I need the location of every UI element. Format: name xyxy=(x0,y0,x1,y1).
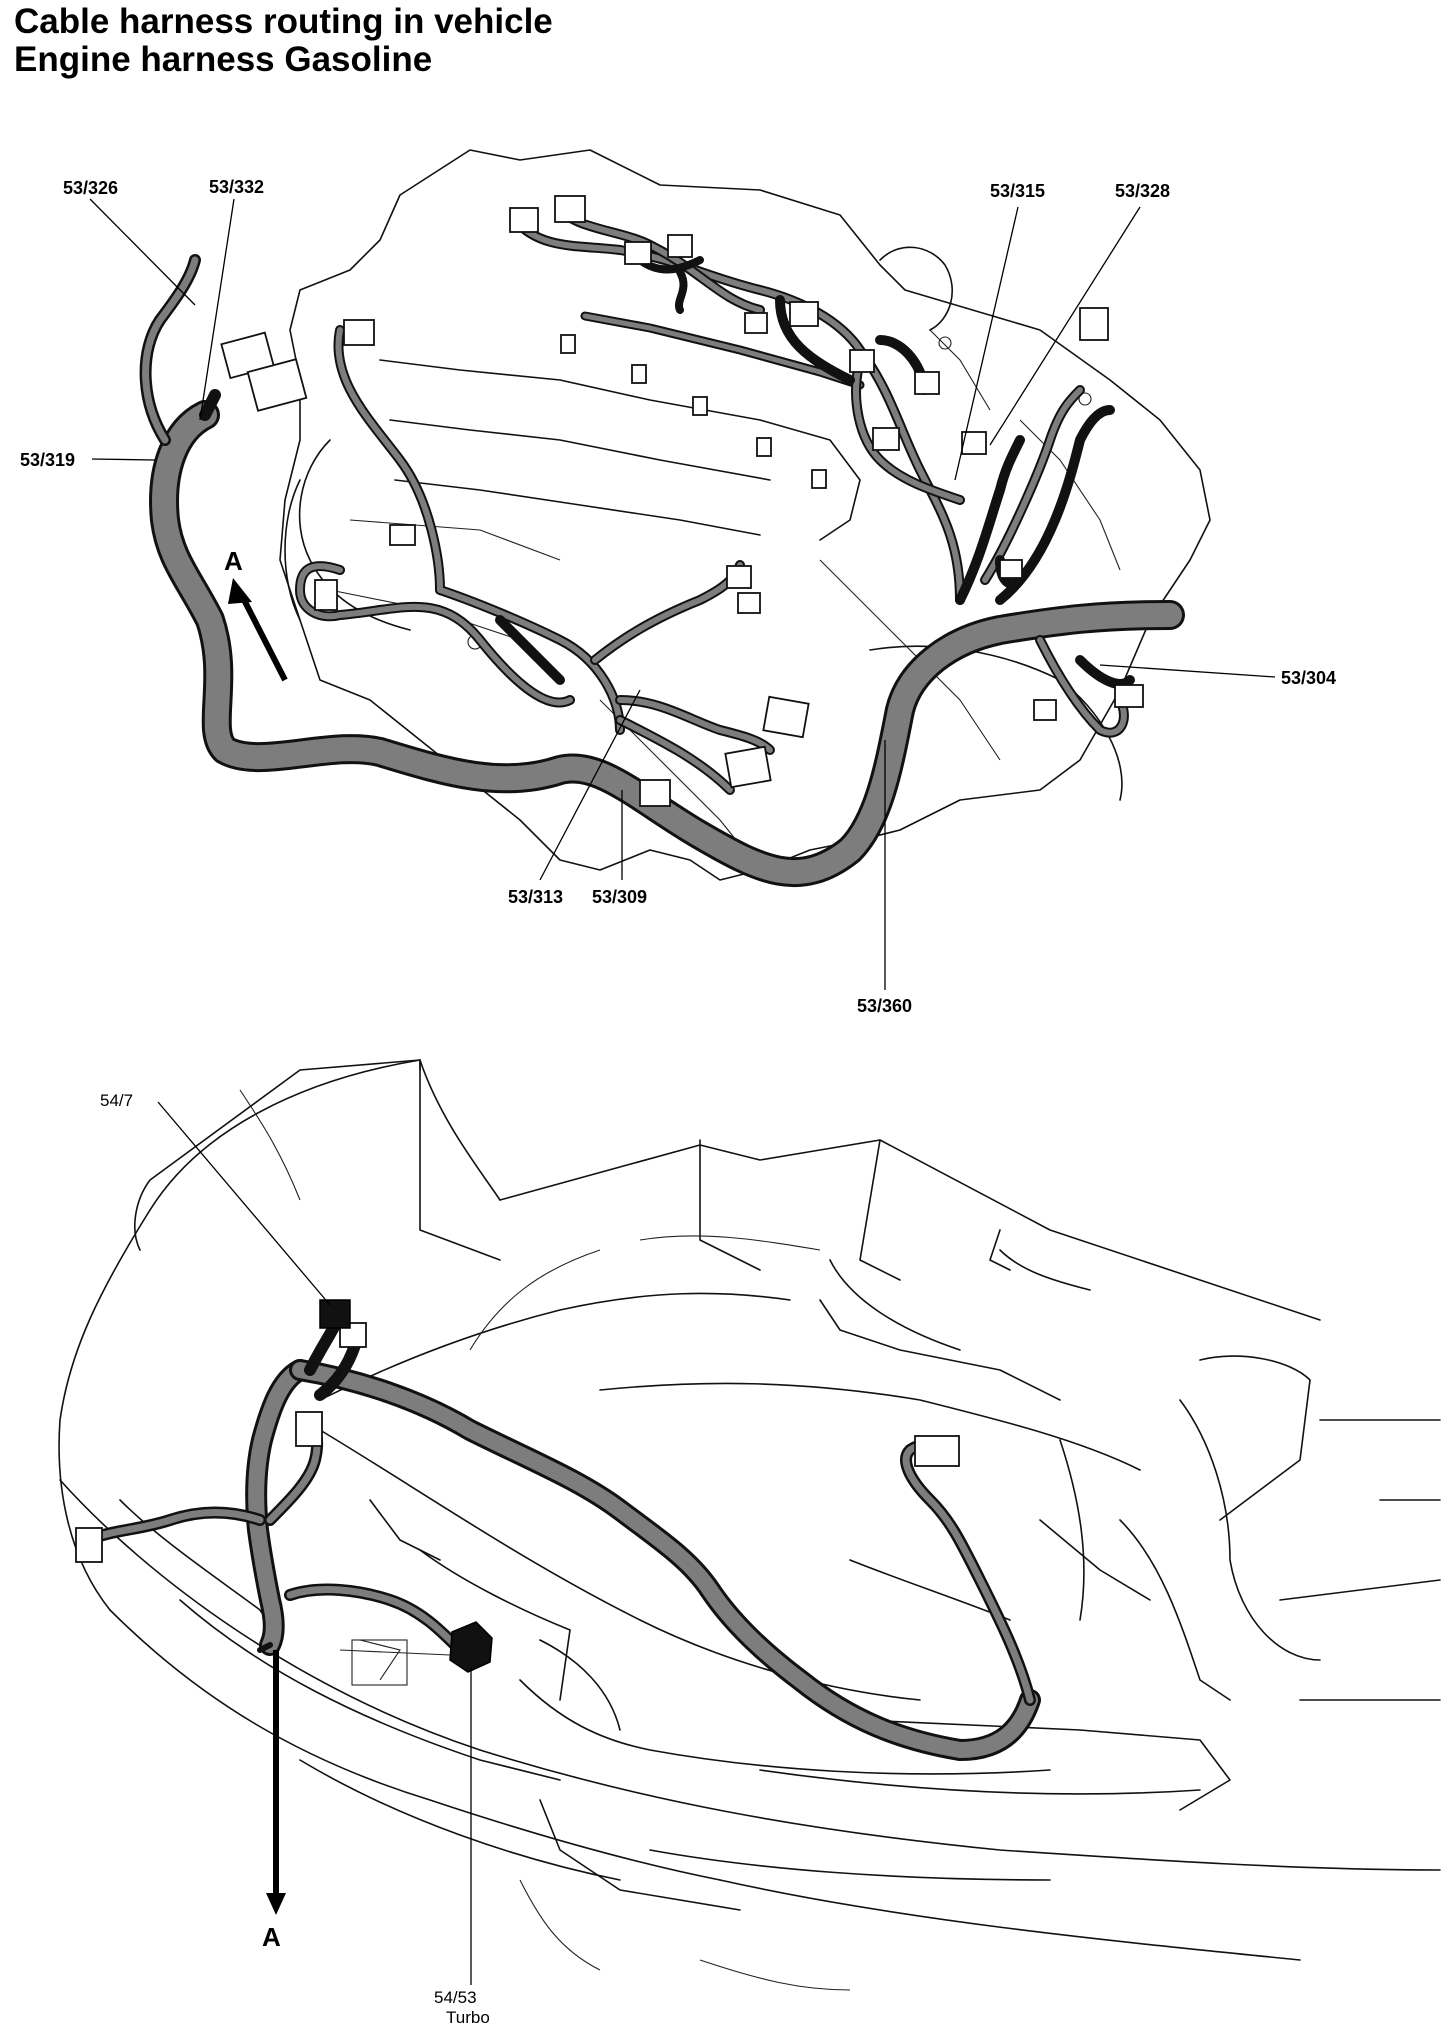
callout-53-360: 53/360 xyxy=(857,996,912,1016)
engine-arrow-a-label: A xyxy=(224,546,243,576)
engine-arrow-a: A xyxy=(224,546,288,682)
callout-53-304: 53/304 xyxy=(1281,668,1336,688)
callout-turbo-note: Turbo xyxy=(446,2008,490,2027)
callout-53-309: 53/309 xyxy=(592,887,647,907)
engine-harness xyxy=(139,195,1185,887)
callout-54-53: 54/53 xyxy=(434,1988,477,2007)
callout-53-319: 53/319 xyxy=(20,450,75,470)
callout-53-313: 53/313 xyxy=(508,887,563,907)
callout-53-326: 53/326 xyxy=(63,178,118,198)
callout-53-328: 53/328 xyxy=(1115,181,1170,201)
engine-callouts: 53/326 53/332 53/319 53/315 53/328 53/30… xyxy=(20,177,1336,1016)
page-subtitle: Engine harness Gasoline xyxy=(14,40,433,79)
callout-53-315: 53/315 xyxy=(990,181,1045,201)
callout-53-332: 53/332 xyxy=(209,177,264,197)
callout-54-7: 54/7 xyxy=(100,1091,133,1110)
vehicle-arrow-a-label: A xyxy=(262,1922,281,1952)
vehicle-callouts: 54/7 54/53 Turbo xyxy=(100,1091,490,2027)
vehicle-callout-leaders xyxy=(157,1101,472,1985)
engine-callout-leaders xyxy=(89,198,1276,990)
page-title: Cable harness routing in vehicle xyxy=(14,2,553,41)
vehicle-illustration xyxy=(58,1059,1441,1991)
vehicle-arrow-a: A xyxy=(262,1650,286,1952)
vehicle-harness xyxy=(75,1299,1041,1761)
